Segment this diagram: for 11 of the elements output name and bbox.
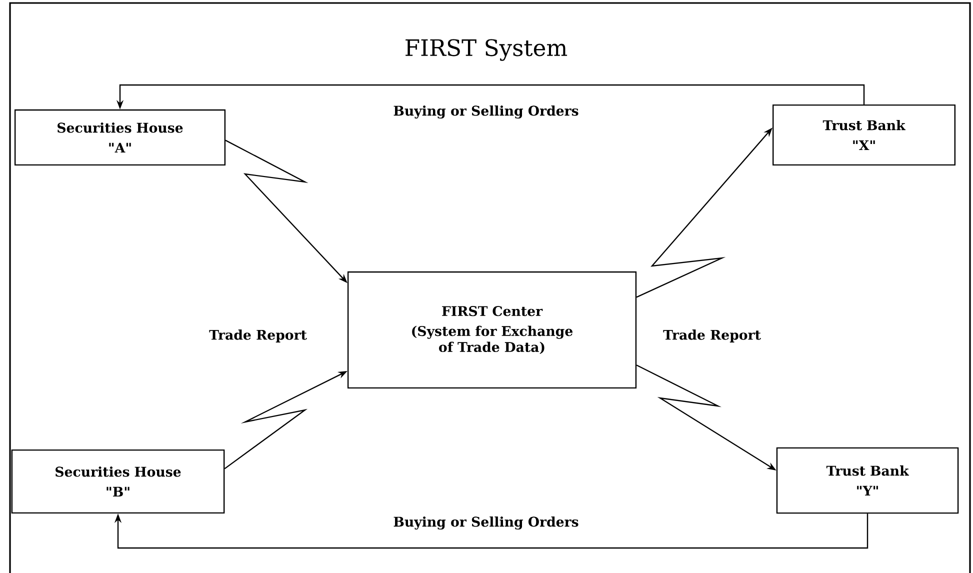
edge-label: Buying or Selling Orders	[390, 102, 582, 122]
flow-label: Trade Report	[663, 330, 761, 342]
process-box: Securities House "A"	[14, 109, 226, 166]
process-box: Trust Bank "Y"	[776, 447, 959, 514]
title: FIRST System	[406, 39, 568, 61]
edge-label: Buying or Selling Orders	[390, 514, 582, 532]
process-box: FIRST Center (System for Exchange of Trade Data)	[347, 271, 637, 389]
flow-label: Trade Report	[209, 330, 307, 342]
arrow	[114, 514, 868, 549]
process-box: Securities House "B"	[11, 449, 225, 514]
process-box: Trust Bank "X"	[772, 104, 956, 166]
